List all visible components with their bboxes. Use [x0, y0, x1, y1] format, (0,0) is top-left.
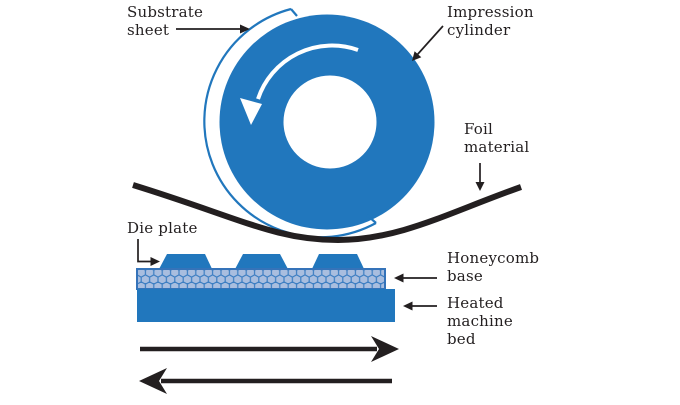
label-heated-machine-bed: Heated machine bed	[447, 294, 513, 348]
die-plate-3	[311, 254, 365, 271]
die-plate-arrowhead-icon	[150, 257, 160, 266]
die-plate-1	[158, 254, 213, 271]
label-honeycomb-base: Honeycomb base	[447, 249, 540, 285]
heated-bed-arrowhead-icon	[403, 301, 413, 311]
foil-material-line	[132, 182, 522, 244]
feed-forward-arrowhead-icon	[371, 336, 399, 362]
label-impression-cylinder: Impression cylinder	[447, 3, 534, 39]
cylinder-core-hole	[283, 75, 377, 169]
feed-return-arrowhead-icon	[139, 368, 167, 394]
die-plate-2	[234, 254, 289, 271]
die-plate-pointer-line	[137, 239, 151, 263]
label-die-plate: Die plate	[127, 219, 198, 237]
rotation-arrow-arc	[256, 43, 359, 100]
honeycomb-arrowhead-icon	[394, 273, 404, 283]
label-foil-material: Foil material	[464, 120, 530, 156]
foil-arrowhead-icon	[475, 182, 485, 191]
substrate-sheet-top-tab	[290, 8, 298, 17]
impression-pointer-line	[416, 25, 444, 56]
impression-arrowhead-icon	[412, 51, 422, 61]
substrate-sheet-bottom-tab	[366, 214, 377, 224]
rotation-arrowhead-icon	[240, 98, 262, 125]
substrate-arrowhead-icon	[240, 24, 250, 34]
label-substrate-sheet: Substrate sheet	[127, 3, 204, 39]
honeycomb-base-strip	[136, 268, 386, 290]
heated-machine-bed-block	[137, 289, 395, 322]
